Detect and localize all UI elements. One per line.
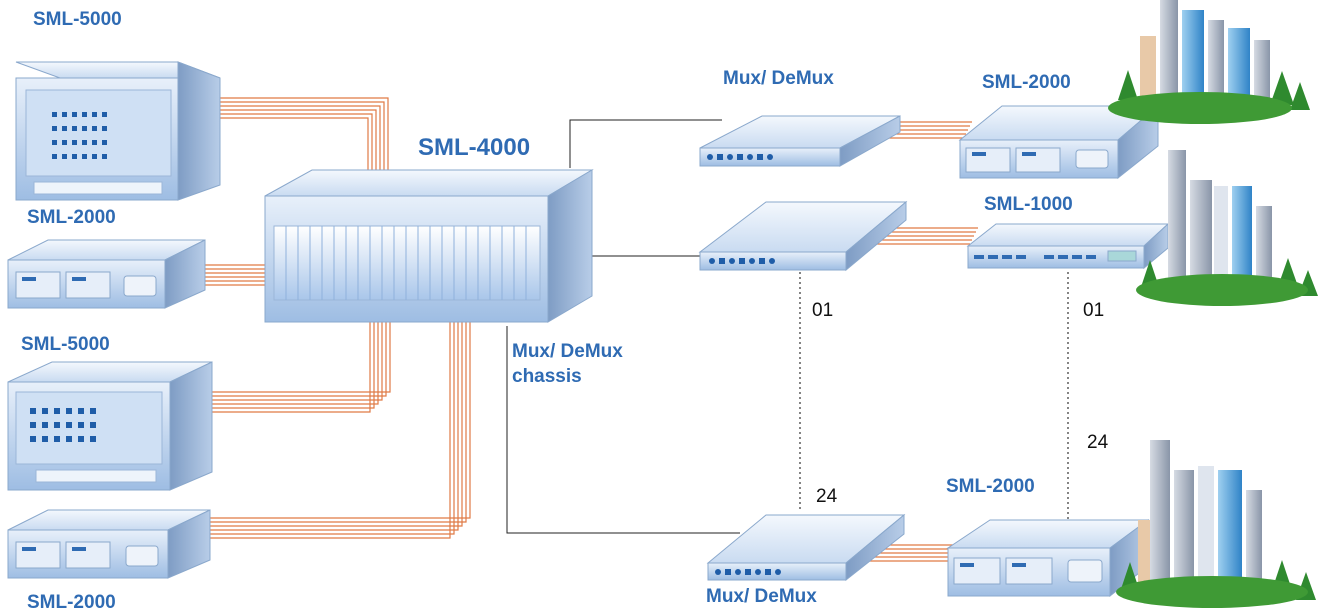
label-sml1000: SML-1000 — [984, 194, 1073, 215]
mux-demux-unit-bottom[interactable] — [706, 513, 906, 582]
label-sml2000-bottom-left: SML-2000 — [27, 592, 116, 613]
channel-label-right-end: 24 — [1087, 432, 1109, 453]
city-buildings-icon-bottom — [1116, 440, 1316, 608]
label-sml2000-left-upper: SML-2000 — [27, 207, 116, 228]
label-sml5000-top: SML-5000 — [33, 9, 122, 30]
links — [506, 119, 740, 534]
fiber-bundles — [205, 97, 978, 562]
sml2000-unit-left-bottom[interactable] — [7, 509, 211, 579]
sml1000-unit[interactable] — [966, 222, 1170, 270]
channel-label-right-start: 01 — [1083, 300, 1105, 321]
mux-demux-unit-top[interactable] — [699, 115, 901, 167]
label-chassis-line2: chassis — [512, 366, 582, 387]
sml2000-unit-right-top[interactable] — [958, 104, 1160, 180]
sml2000-unit-left-upper[interactable] — [7, 239, 206, 309]
label-sml4000: SML-4000 — [418, 134, 531, 161]
city-buildings-icon-top — [1108, 0, 1310, 124]
sml5000-chassis-mid[interactable] — [7, 361, 213, 491]
label-sml2000-top-right: SML-2000 — [982, 72, 1071, 93]
channel-label-left-start: 01 — [812, 300, 834, 321]
mux-demux-unit-mid[interactable] — [698, 200, 908, 272]
label-mux-bottom: Mux/ DeMux — [706, 586, 817, 607]
channel-lines — [799, 272, 1069, 520]
label-sml5000-mid: SML-5000 — [21, 334, 110, 355]
city-buildings-icon-mid — [1136, 150, 1318, 306]
sml2000-unit-right-bottom[interactable] — [946, 519, 1150, 598]
sml4000-mux-chassis[interactable] — [264, 169, 594, 323]
sml5000-chassis-top[interactable] — [15, 61, 221, 201]
channel-label-left-end: 24 — [816, 486, 838, 507]
label-sml2000-bottom-right: SML-2000 — [946, 476, 1035, 497]
label-chassis-line1: Mux/ DeMux — [512, 341, 623, 362]
label-mux-top: Mux/ DeMux — [723, 68, 834, 89]
